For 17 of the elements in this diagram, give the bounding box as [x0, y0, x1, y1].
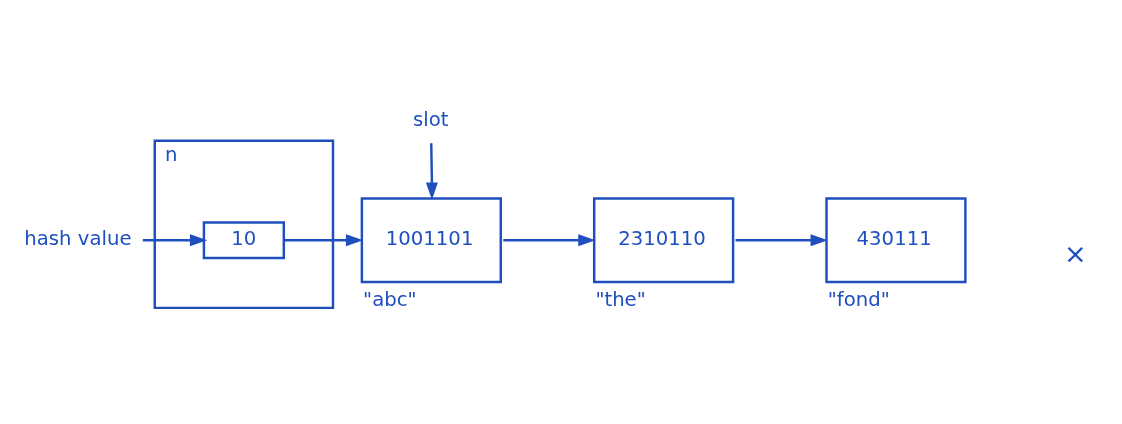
node-box: 2310110: [592, 197, 735, 284]
arrow: [503, 234, 596, 247]
arrow: [425, 143, 438, 200]
arrow: [735, 234, 828, 247]
node-box: 1001101: [360, 197, 502, 284]
label: ×: [1064, 238, 1087, 270]
node-label: "the": [595, 288, 646, 312]
node-box: 10: [202, 221, 286, 260]
arrow: [142, 234, 208, 247]
node-box: 430111: [825, 197, 967, 284]
node-label: "abc": [363, 288, 417, 312]
arrow: [284, 234, 364, 247]
node-label: "fond": [827, 288, 890, 312]
cluster: [153, 139, 335, 310]
node-label: n: [165, 143, 178, 167]
node-text: slot: [412, 107, 449, 131]
node-text: hash value: [24, 226, 132, 250]
